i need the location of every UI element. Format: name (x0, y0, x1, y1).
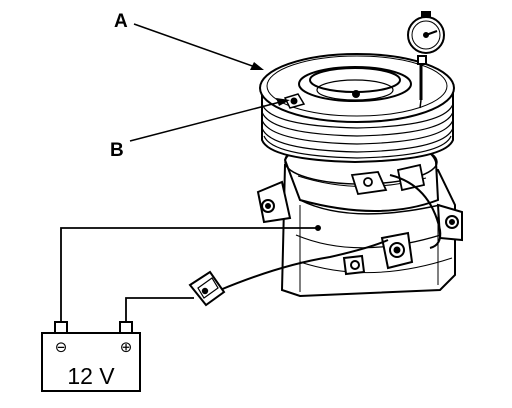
battery-voltage-label: 12 V (67, 363, 115, 389)
pressure-plate (259, 53, 455, 123)
dial-indicator (407, 11, 445, 109)
callout-a-label: A (114, 11, 128, 32)
callout-b: B (110, 98, 290, 161)
field-coil-terminal (350, 163, 426, 195)
harness-connector (188, 270, 226, 307)
callout-b-label: B (110, 140, 124, 161)
negative-terminal-symbol: ⊖ (55, 338, 68, 356)
callout-a: A (114, 11, 264, 70)
battery: ⊖ ⊕ 12 V (41, 321, 141, 392)
positive-terminal (119, 321, 133, 334)
negative-terminal (54, 321, 68, 334)
mounting-bosses (256, 180, 463, 276)
test-wiring (60, 174, 442, 322)
positive-terminal-symbol: ⊕ (120, 338, 133, 356)
